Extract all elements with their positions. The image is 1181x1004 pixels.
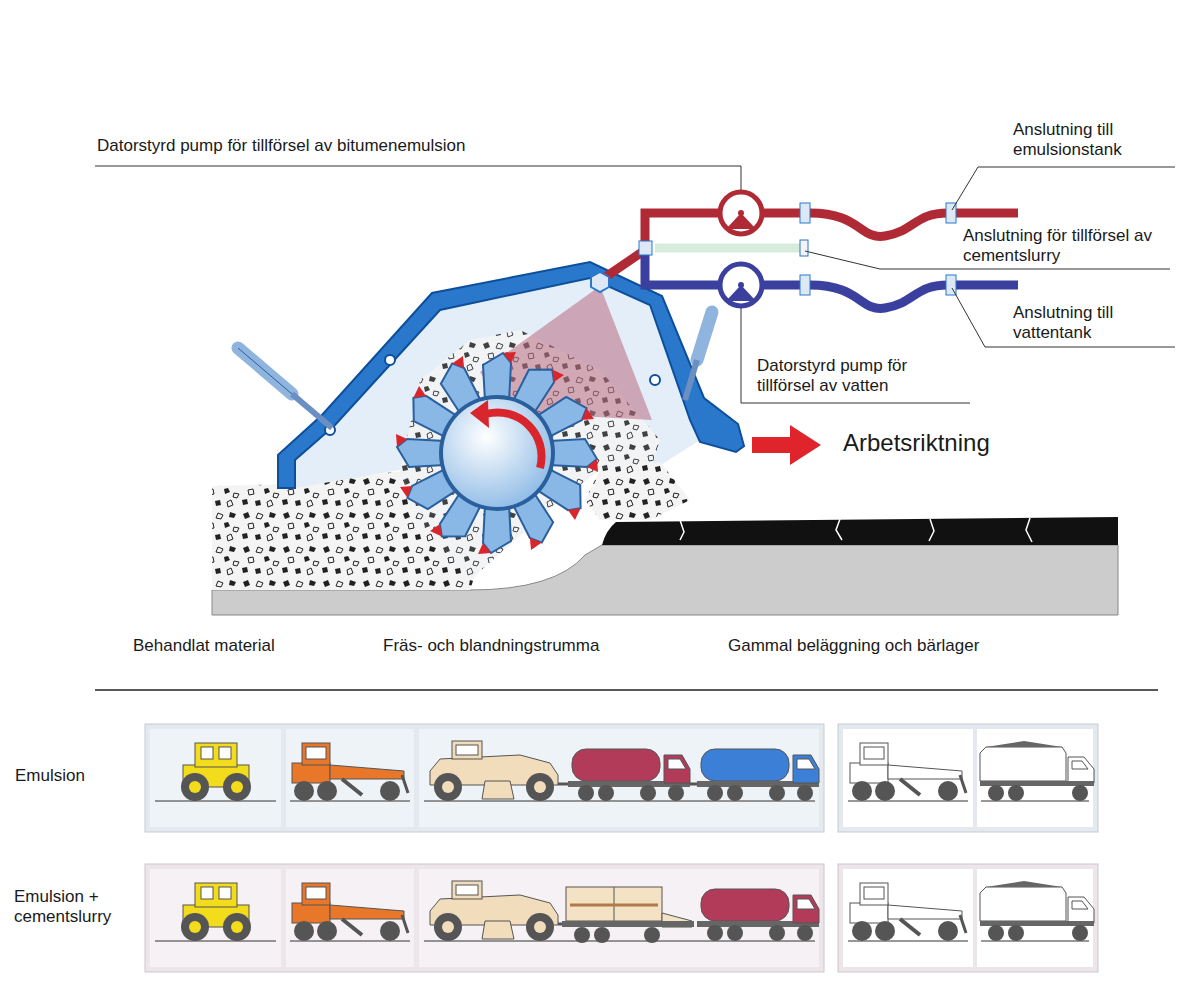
connection-label: Anslutning till emulsionstank [1013, 120, 1163, 160]
label-slot: Behandlat material [133, 636, 275, 656]
row-label: Emulsion [15, 766, 85, 786]
connection-label: Anslutning för tillförsel av cementslurr… [963, 226, 1173, 266]
separator [95, 689, 1158, 691]
label-slot: Gammal beläggning och bärlager [728, 636, 979, 656]
direction-arrow [752, 425, 821, 465]
hood-interior [295, 278, 700, 580]
hydraulic-cylinder [238, 312, 712, 428]
label-slot: Datorstyrd pump för tillförsel av vatten [757, 356, 942, 396]
label-slot: Datorstyrd pump för tillförsel av bitume… [97, 136, 465, 156]
part-label: Fräs- och blandningstrumma [383, 636, 599, 656]
pump-label: Datorstyrd pump för tillförsel av bitume… [97, 136, 465, 156]
label-slot: Emulsion + cementslurry [14, 887, 142, 927]
connection-label: Anslutning till vattentank [1013, 303, 1163, 343]
part-label: Behandlat material [133, 636, 275, 656]
label-slot: Emulsion [15, 766, 85, 786]
milling-drum [396, 352, 598, 554]
label-slot: Fräs- och blandningstrumma [383, 636, 599, 656]
label-slot: Anslutning till emulsionstank [1013, 120, 1163, 160]
direction-label: Arbetsriktning [843, 429, 990, 457]
label-slot: Anslutning för tillförsel av cementslurr… [963, 226, 1173, 266]
pump-label: Datorstyrd pump för tillförsel av vatten [757, 356, 942, 396]
row-label: Emulsion + cementslurry [14, 887, 142, 927]
label-slot: Anslutning till vattentank [1013, 303, 1163, 343]
vehicle-row [145, 724, 1098, 972]
label-slot: Arbetsriktning [843, 429, 990, 457]
leader-line [95, 166, 1175, 403]
part-label: Gammal beläggning och bärlager [728, 636, 979, 656]
